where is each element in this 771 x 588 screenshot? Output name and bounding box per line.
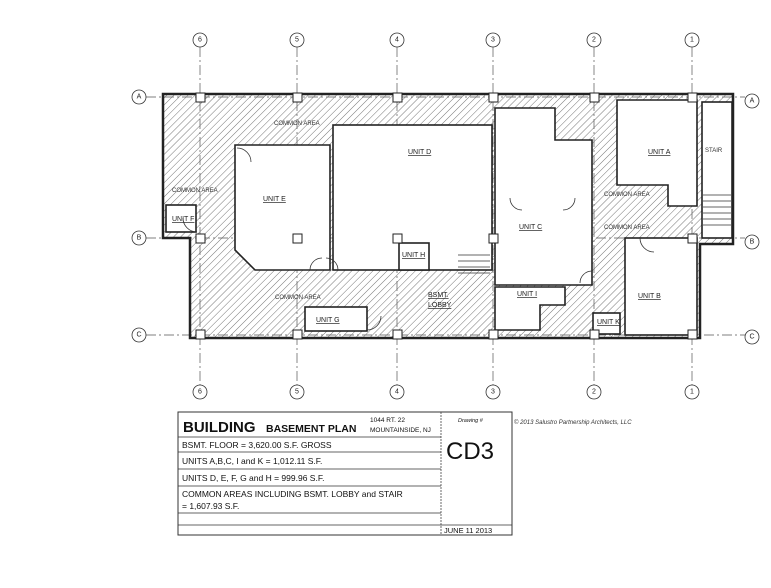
svg-text:4: 4: [395, 37, 399, 44]
label-common-area: COMMON AREA: [604, 225, 650, 231]
svg-text:4: 4: [395, 389, 399, 396]
drawing-label: Drawing #: [458, 418, 484, 424]
unit-h: [398, 242, 430, 271]
unit-f: [165, 204, 197, 233]
drawing-number: CD3: [446, 438, 494, 465]
label-unit-c: UNIT C: [519, 224, 542, 231]
units-defgh-area: UNITS D, E, F, G and H = 999.96 S.F.: [182, 473, 324, 483]
unit-d: [332, 124, 493, 271]
address-line-2: MOUNTAINSIDE, NJ: [370, 427, 431, 434]
label-unit-f: UNIT F: [172, 216, 194, 223]
room-labels: UNIT A UNIT B UNIT C UNIT D UNIT E UNIT …: [172, 121, 723, 326]
svg-text:5: 5: [295, 37, 299, 44]
label-unit-e: UNIT E: [263, 196, 286, 203]
svg-text:2: 2: [592, 37, 596, 44]
label-common-area: COMMON AREA: [604, 192, 650, 198]
stair: [701, 101, 733, 239]
unit-g: [304, 306, 368, 332]
unit-k: [592, 312, 621, 335]
grid-bubble-labels: 6 5 4 3 2 1 6 5 4 3 2 1 A B C A B C: [136, 37, 754, 396]
door-swings: [182, 147, 655, 331]
drawing-date: JUNE 11 2013: [444, 526, 492, 535]
label-lobby-1: BSMT.: [428, 292, 449, 299]
grid-bubbles: [131, 32, 760, 400]
svg-text:B: B: [750, 239, 755, 246]
label-unit-d: UNIT D: [408, 149, 431, 156]
svg-text:C: C: [136, 332, 141, 339]
label-unit-h: UNIT H: [402, 252, 425, 259]
svg-text:2: 2: [592, 389, 596, 396]
unit-c: [494, 107, 593, 286]
svg-text:1: 1: [690, 37, 694, 44]
label-stair: STAIR: [705, 148, 723, 154]
bsmt-floor-area: BSMT. FLOOR = 3,620.00 S.F. GROSS: [182, 440, 332, 450]
label-unit-g: UNIT G: [316, 317, 340, 324]
svg-text:A: A: [137, 94, 142, 101]
label-unit-b: UNIT B: [638, 293, 661, 300]
label-common-area: COMMON AREA: [274, 121, 320, 127]
copyright: © 2013 Salustro Partnership Architects, …: [514, 419, 632, 426]
svg-text:1: 1: [690, 389, 694, 396]
svg-text:3: 3: [491, 389, 495, 396]
label-unit-k: UNIT K: [597, 319, 620, 326]
svg-text:A: A: [750, 98, 755, 105]
structural-columns: [195, 92, 698, 340]
svg-text:5: 5: [295, 389, 299, 396]
label-unit-a: UNIT A: [648, 149, 671, 156]
label-unit-i: UNIT I: [517, 291, 537, 298]
stair-treads: [458, 194, 731, 274]
svg-text:B: B: [137, 235, 142, 242]
units-abcik-area: UNITS A,B,C, I and K = 1,012.11 S.F.: [182, 456, 322, 466]
title-block: BUILDING BASEMENT PLAN 1044 RT. 22 MOUNT…: [177, 411, 513, 536]
label-common-area: COMMON AREA: [172, 188, 218, 194]
svg-text:6: 6: [198, 389, 202, 396]
svg-text:3: 3: [491, 37, 495, 44]
label-common-area: COMMON AREA: [275, 295, 321, 301]
address-line-1: 1044 RT. 22: [370, 417, 405, 424]
title-rest: BASEMENT PLAN: [266, 423, 356, 435]
unit-e: [234, 144, 331, 271]
label-lobby-2: LOBBY: [428, 302, 452, 309]
common-areas-label: COMMON AREAS INCLUDING BSMT. LOBBY and S…: [182, 489, 403, 499]
svg-text:6: 6: [198, 37, 202, 44]
svg-text:C: C: [749, 334, 754, 341]
title-bold: BUILDING: [183, 419, 256, 436]
common-areas-value: = 1,607.93 S.F.: [182, 501, 239, 511]
unit-b: [624, 237, 698, 336]
